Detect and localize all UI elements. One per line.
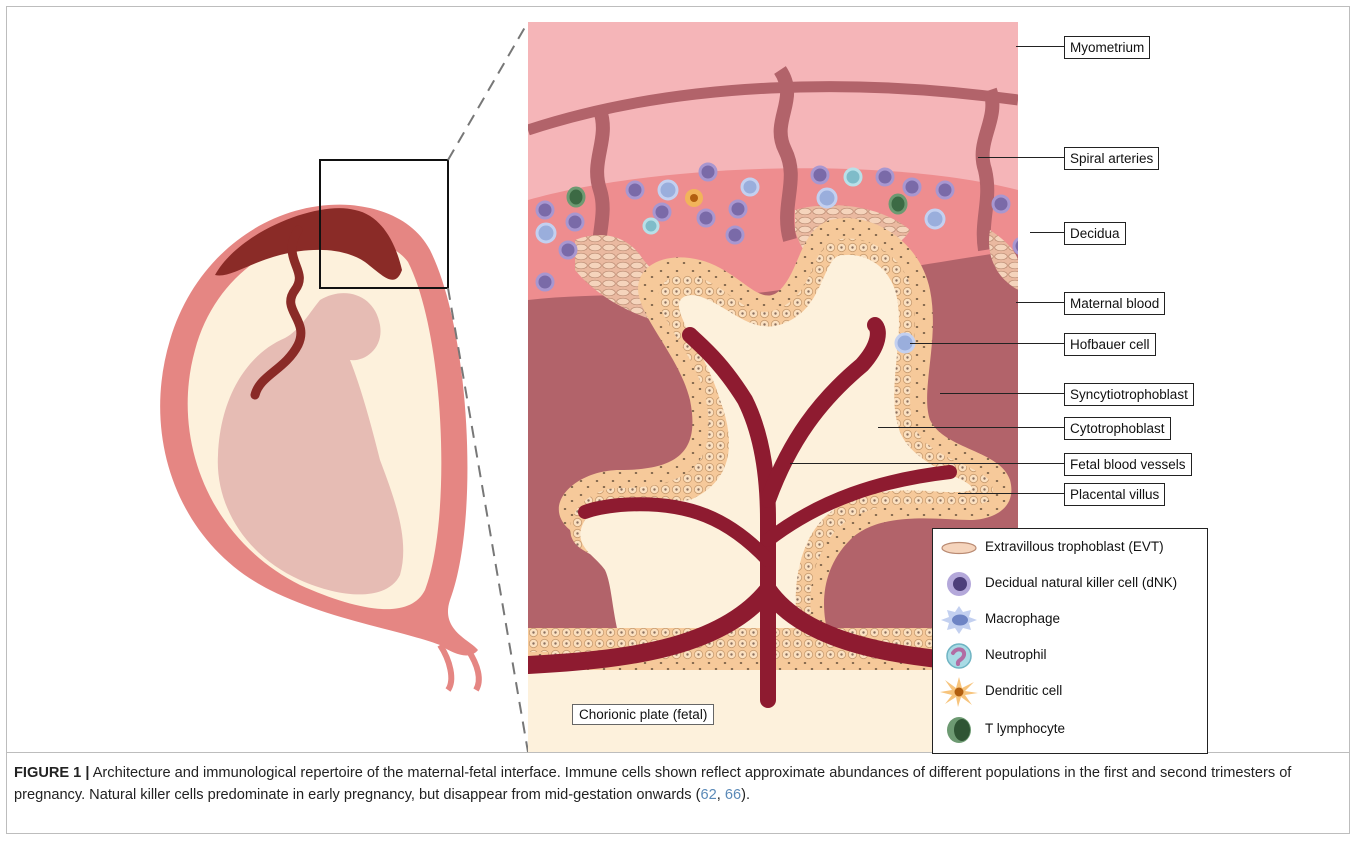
legend-item-dendritic: Dendritic cell	[933, 677, 1203, 707]
spiral-artery-2	[780, 70, 791, 240]
evt-icon	[939, 533, 979, 563]
legend-label: T lymphocyte	[985, 721, 1065, 736]
label-decidua: Decidua	[1064, 222, 1126, 245]
label-placental-villus: Placental villus	[1064, 483, 1165, 506]
legend-item-macrophage: Macrophage	[933, 605, 1203, 635]
neutrophil-icon	[939, 641, 979, 671]
legend-item-dnk: Decidual natural killer cell (dNK)	[933, 569, 1203, 599]
leader-fetal-blood-vessels	[790, 463, 1064, 464]
figure-tag: FIGURE 1 |	[14, 765, 89, 781]
reference-link-66[interactable]: 66	[725, 787, 741, 803]
label-maternal-blood: Maternal blood	[1064, 292, 1165, 315]
t-lymphocyte-icon	[939, 715, 979, 745]
caption-separator: ,	[717, 787, 725, 803]
leader-maternal-blood	[1016, 302, 1064, 303]
leader-placental-villus	[958, 493, 1064, 494]
reference-link-62[interactable]: 62	[701, 787, 717, 803]
leader-decidua	[1030, 232, 1064, 233]
caption-text-2: ).	[741, 787, 750, 803]
leader-hofbauer	[910, 343, 1064, 344]
legend-item-neutrophil: Neutrophil	[933, 641, 1203, 671]
label-fetal-blood-vessels: Fetal blood vessels	[1064, 453, 1192, 476]
leader-spiral-arteries	[978, 157, 1064, 158]
legend-item-t-lymphocyte: T lymphocyte	[933, 715, 1203, 745]
legend-item-evt: Extravillous trophoblast (EVT)	[933, 533, 1203, 563]
leader-cytotrophoblast	[878, 427, 1064, 428]
label-syncytiotrophoblast: Syncytiotrophoblast	[1064, 383, 1194, 406]
legend-label: Neutrophil	[985, 647, 1047, 662]
macrophage-icon	[939, 605, 979, 635]
legend-label: Extravillous trophoblast (EVT)	[985, 539, 1164, 554]
legend-label: Macrophage	[985, 611, 1060, 626]
legend-label: Decidual natural killer cell (dNK)	[985, 575, 1177, 590]
label-cytotrophoblast: Cytotrophoblast	[1064, 417, 1171, 440]
zoom-line-top	[448, 22, 528, 160]
label-myometrium: Myometrium	[1064, 36, 1150, 59]
caption-text-1: Architecture and immunological repertoir…	[14, 765, 1291, 803]
label-hofbauer-cell: Hofbauer cell	[1064, 333, 1156, 356]
leader-syncytiotrophoblast	[940, 393, 1064, 394]
dendritic-cell-icon	[939, 677, 979, 707]
leader-myometrium	[1016, 46, 1064, 47]
figure-caption: FIGURE 1 | Architecture and immunologica…	[14, 762, 1344, 806]
cell-legend: Extravillous trophoblast (EVT) Decidual …	[932, 528, 1208, 754]
label-chorionic-plate: Chorionic plate (fetal)	[572, 704, 714, 725]
uterus-overview	[160, 22, 528, 752]
dnk-cell-icon	[939, 569, 979, 599]
label-spiral-arteries: Spiral arteries	[1064, 147, 1159, 170]
legend-label: Dendritic cell	[985, 683, 1062, 698]
